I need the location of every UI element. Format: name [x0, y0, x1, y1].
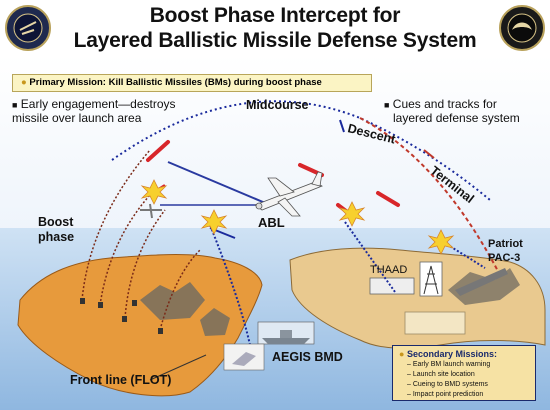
secondary-missions-title: ● Secondary Missions:: [399, 349, 497, 359]
seal-right-icon: [499, 5, 545, 51]
abl-label: ABL: [258, 215, 285, 230]
ship-icon: [257, 321, 315, 345]
title-line-2: Layered Ballistic Missile Defense System: [73, 29, 477, 52]
boost-trajectory-3: [124, 209, 166, 319]
aegis-intercept-path: [209, 224, 251, 346]
secondary-mission-item: – Impact point prediction: [407, 391, 484, 398]
boost-phase-line-1: Boost: [38, 215, 74, 229]
midcourse-label: Midcourse: [246, 98, 309, 112]
defended-city: [404, 311, 466, 335]
bullet-icon: ●: [21, 77, 27, 88]
bullet-icon: ●: [399, 349, 405, 359]
explosion-icon: [140, 179, 455, 255]
secondary-mission-item: – Early BM launch warning: [407, 361, 491, 368]
secondary-mission-text: Cueing to BMD systems: [412, 381, 488, 388]
primary-mission-box: ● Primary Mission: Kill Ballistic Missil…: [12, 74, 372, 92]
phase-tick-1: [339, 119, 345, 133]
thaad-label: THAAD: [370, 264, 408, 276]
radar-icon: [423, 265, 439, 295]
secondary-missions-title-text: Secondary Missions:: [406, 349, 497, 359]
boost-phase-line-2: phase: [38, 230, 75, 244]
square-bullet-icon: ■: [384, 100, 390, 110]
mountains-left: [140, 282, 205, 320]
phase-tick-2: [423, 149, 435, 159]
launch-area-land: [17, 254, 263, 397]
thaad-site-image: [369, 277, 415, 295]
aircraft-icon: [254, 171, 323, 217]
patriot-label-line-1: Patriot: [488, 238, 523, 250]
boost-trajectory-1: [81, 149, 151, 301]
cues-line-2: layered defense system: [393, 111, 520, 125]
title-line-1: Boost Phase Intercept for: [149, 4, 401, 27]
mountains-left-2: [200, 308, 230, 336]
mountains-right: [448, 268, 520, 305]
seal-left-icon: [5, 5, 51, 51]
terminal-trajectory: [359, 117, 501, 276]
early-engagement-line-1: Early engagement—destroys: [20, 97, 176, 111]
early-engagement-note: ■ Early engagement—destroys: [12, 97, 176, 112]
defended-area-land: [289, 247, 546, 349]
cues-line-1: Cues and tracks for: [392, 97, 497, 111]
square-bullet-icon: ■: [12, 100, 18, 110]
launch-site-markers: [80, 298, 163, 334]
front-line-label: Front line (FLOT): [70, 373, 172, 387]
midcourse-trajectory: [111, 100, 491, 201]
secondary-mission-item: – Cueing to BMD systems: [407, 381, 488, 388]
aegis-label: AEGIS BMD: [272, 350, 343, 364]
flot-pointer: [149, 354, 207, 381]
secondary-mission-text: Early BM launch warning: [412, 361, 491, 368]
fighter-icon: [232, 352, 256, 366]
secondary-mission-text: Impact point prediction: [412, 391, 484, 398]
secondary-missions-box: ● Secondary Missions: – Early BM launch …: [392, 345, 536, 401]
abl-laser-beam-1: [167, 161, 271, 206]
early-engagement-line-2: missile over launch area: [12, 111, 142, 125]
patriot-label-line-2: PAC-3: [488, 252, 521, 264]
secondary-mission-item: – Launch site location: [407, 371, 475, 378]
cues-note: ■ Cues and tracks for: [384, 97, 497, 112]
secondary-mission-text: Launch site location: [412, 371, 475, 378]
uav-icon: [140, 203, 162, 219]
boost-trajectory-2: [99, 194, 151, 306]
primary-mission-text: Primary Mission: Kill Ballistic Missiles…: [29, 77, 322, 88]
patriot-launcher-icon: [455, 268, 508, 296]
